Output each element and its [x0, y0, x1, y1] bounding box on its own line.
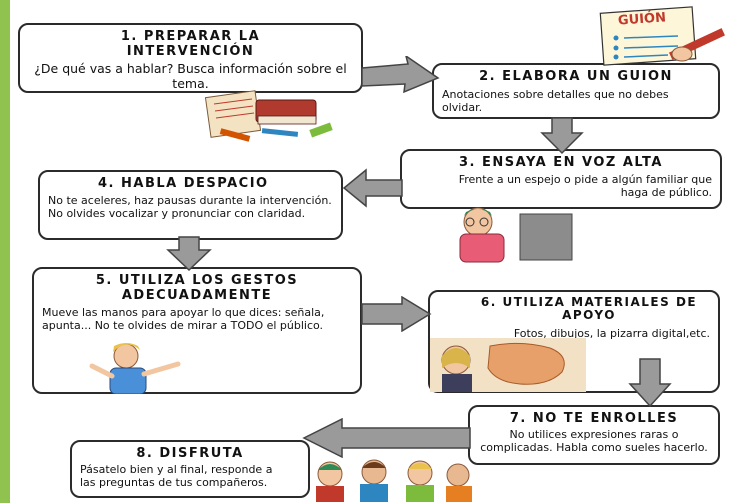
guion-note-illustration [599, 6, 725, 66]
step-2-text: Anotaciones sobre detalles que no debes … [442, 88, 669, 114]
arrow-4-to-5 [166, 236, 212, 272]
step-6-title: 6. UTILIZA MATERIALES DE APOYO [480, 295, 698, 322]
step-8-box: 8. DISFRUTA Pásatelo bien y al final, re… [70, 440, 310, 498]
step-5-text: Mueve las manos para apoyar lo que dices… [42, 306, 325, 332]
side-bar [0, 0, 10, 503]
step-1-title: 1. PREPARAR LA INTERVENCIÓN [120, 29, 261, 59]
step-7-box: 7. NO TE ENROLLES No utilices expresione… [468, 405, 720, 465]
books-illustration [204, 90, 333, 142]
arrow-5-to-6 [361, 296, 432, 332]
gestures-illustration [89, 343, 181, 394]
step-2-box: 2. ELABORA UN GUION Anotaciones sobre de… [432, 63, 720, 119]
step-4-title: 4. HABLA DESPACIO [98, 176, 269, 191]
step-2-title: 2. ELABORA UN GUION [479, 69, 673, 84]
step-8-text: Pásatelo bien y al final, responde a las… [80, 463, 273, 489]
step-8-title: 8. DISFRUTA [136, 446, 244, 461]
step-1-text: ¿De qué vas a hablar? Busca información … [34, 61, 347, 91]
arrow-1-to-2 [361, 56, 440, 94]
step-3-text: Frente a un espejo o pide a algún famili… [458, 173, 712, 199]
step-1-box: 1. PREPARAR LA INTERVENCIÓN ¿De qué vas … [18, 23, 363, 93]
step-5-title: 5. UTILIZA LOS GESTOS ADECUADAMENTE [95, 273, 299, 303]
step-3-title: 3. ENSAYA EN VOZ ALTA [459, 155, 663, 170]
kids-illustration [316, 459, 472, 502]
arrow-6-to-7 [628, 358, 672, 408]
step-7-title: 7. NO TE ENROLLES [509, 411, 679, 426]
step-3-box: 3. ENSAYA EN VOZ ALTA Frente a un espejo… [400, 149, 722, 209]
step-7-text: No utilices expresiones raras o complica… [480, 428, 708, 454]
arrow-2-to-3 [540, 117, 584, 155]
arrow-7-to-8 [302, 418, 471, 458]
step-6-text: Fotos, dibujos, la pizarra digital,etc. [513, 327, 710, 340]
step-4-text: No te aceleres, haz pausas durante la in… [48, 194, 332, 220]
step-5-box: 5. UTILIZA LOS GESTOS ADECUADAMENTE Muev… [32, 267, 362, 394]
rehearsal-illustration [459, 207, 573, 263]
map-illustration [430, 338, 586, 392]
step-4-box: 4. HABLA DESPACIO No te aceleres, haz pa… [38, 170, 343, 240]
arrow-3-to-4 [342, 168, 403, 208]
